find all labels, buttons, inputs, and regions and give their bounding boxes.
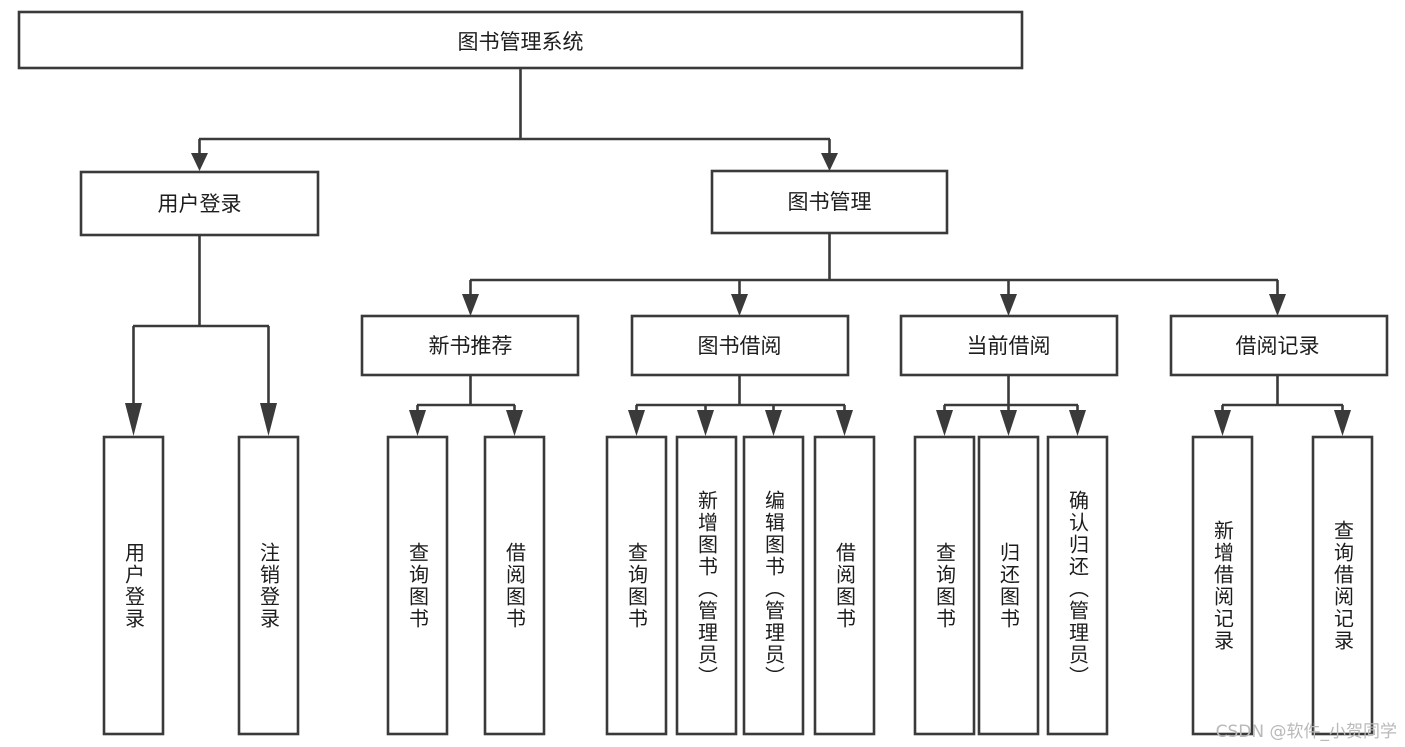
arrow-head-leaf-borrow-book-1: [506, 410, 523, 436]
connector-group-current-borrow: [936, 375, 1086, 436]
leaf-box-query-book-2[interactable]: [605, 435, 668, 736]
node-current-borrow-label: 当前借阅: [967, 334, 1051, 358]
node-book-management[interactable]: 图书管理: [710, 169, 949, 235]
arrow-head-leaf-add-record: [1214, 410, 1231, 436]
connector-group-book-borrow: [628, 375, 853, 436]
node-borrow-record[interactable]: 借阅记录: [1169, 314, 1389, 377]
node-current-borrow[interactable]: 当前借阅: [899, 314, 1119, 377]
node-borrow-record-label: 借阅记录: [1236, 334, 1320, 358]
connector-group-new-book-recommend: [409, 375, 523, 436]
leaf-box-user-logout[interactable]: [237, 435, 300, 736]
node-new-book-recommend-box[interactable]: [360, 314, 580, 377]
arrow-head-new-book-recommend: [462, 294, 479, 316]
arrow-head-book-management: [821, 153, 838, 171]
arrow-head-leaf-return-book: [1000, 410, 1017, 436]
node-user-login[interactable]: 用户登录: [79, 170, 320, 237]
arrow-head-leaf-query-record: [1334, 410, 1351, 436]
node-borrow-record-box[interactable]: [1169, 314, 1389, 377]
node-book-borrow-label: 图书借阅: [698, 334, 782, 358]
connector-group-root: [191, 68, 838, 171]
node-new-book-recommend[interactable]: 新书推荐: [360, 314, 580, 377]
arrow-head-borrow-record: [1269, 294, 1286, 316]
leaf-box-user-login[interactable]: [102, 435, 165, 736]
node-user-login-box[interactable]: [79, 170, 320, 237]
leaf-box-return-book[interactable]: [977, 435, 1040, 736]
arrow-head-book-borrow: [731, 294, 748, 316]
connector-group-book-management: [462, 233, 1286, 316]
arrow-head-leaf-query-book-3: [936, 410, 953, 436]
arrow-head-leaf-query-book-2: [628, 410, 645, 436]
node-book-borrow-box[interactable]: [630, 314, 850, 377]
node-current-borrow-box[interactable]: [899, 314, 1119, 377]
arrow-head-leaf-confirm-return: [1069, 410, 1086, 436]
arrow-head-leaf-edit-book: [765, 410, 782, 436]
leaf-box-query-book-1[interactable]: [386, 435, 449, 736]
leaf-box-edit-book[interactable]: [742, 435, 805, 736]
connector-group-user-login: [125, 235, 277, 436]
arrow-head-leaf-query-book-1: [409, 410, 426, 436]
node-root[interactable]: 图书管理系统: [17, 10, 1024, 70]
leaf-box-add-record[interactable]: [1191, 435, 1254, 736]
leaf-box-borrow-book-1[interactable]: [483, 435, 546, 736]
node-new-book-recommend-label: 新书推荐: [429, 334, 513, 358]
leaf-box-add-book[interactable]: [675, 435, 738, 736]
arrow-head-leaf-borrow-book-2: [836, 410, 853, 436]
arrow-head-leaf-add-book: [697, 410, 714, 436]
node-book-management-label: 图书管理: [788, 190, 872, 214]
node-book-borrow[interactable]: 图书借阅: [630, 314, 850, 377]
arrow-head-current-borrow: [1000, 294, 1017, 316]
node-root-box[interactable]: [17, 10, 1024, 70]
arrow-head-user-login: [191, 153, 208, 171]
watermark-label: CSDN @软件_小贺同学: [1215, 722, 1397, 742]
connector-group-borrow-record: [1214, 375, 1351, 436]
node-user-login-label: 用户登录: [158, 192, 242, 216]
node-book-management-box[interactable]: [710, 169, 949, 235]
arrow-head-leaf-user-logout: [260, 403, 277, 436]
node-root-label: 图书管理系统: [458, 30, 584, 54]
arrow-head-leaf-user-login: [125, 403, 142, 436]
leaf-box-borrow-book-2[interactable]: [813, 435, 876, 736]
leaf-box-query-book-3[interactable]: [913, 435, 976, 736]
leaf-box-confirm-return[interactable]: [1046, 435, 1109, 736]
leaf-box-query-record[interactable]: [1311, 435, 1374, 736]
